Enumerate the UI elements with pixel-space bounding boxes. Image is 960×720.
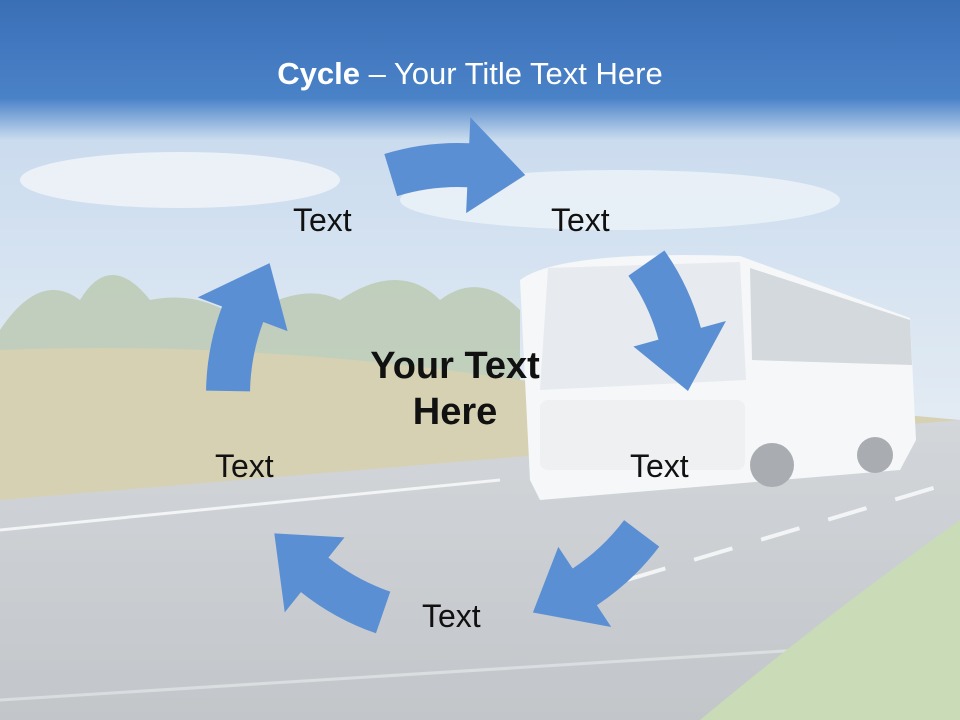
cycle-label-2: Text <box>551 202 610 238</box>
cycle-label-5: Text <box>215 448 274 484</box>
title-rest: – Your Title Text Here <box>360 56 663 91</box>
center-text: Your Text Here <box>370 345 540 433</box>
cycle-label-1: Text <box>293 202 352 238</box>
slide-title: Cycle – Your Title Text Here <box>0 56 940 92</box>
cycle-arrow-4 <box>274 533 391 634</box>
cycle-arrow-5 <box>197 263 288 392</box>
title-bold: Cycle <box>277 56 360 91</box>
cycle-arrow-2 <box>628 250 726 391</box>
cycle-arrow-3 <box>532 520 660 627</box>
cycle-arrow-1 <box>384 117 526 214</box>
cycle-label-4: Text <box>422 598 481 634</box>
cycle-label-3: Text <box>630 448 689 484</box>
title-bar <box>0 0 960 140</box>
